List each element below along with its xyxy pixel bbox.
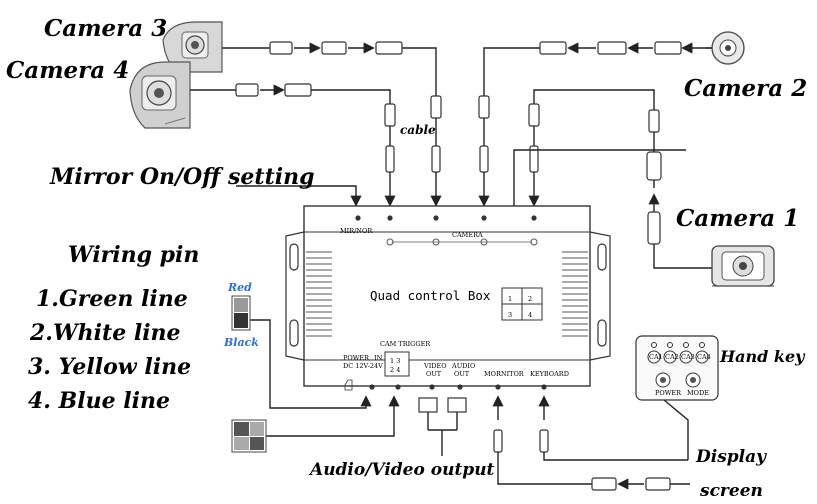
video-out-label-1: VIDEO: [423, 362, 447, 370]
camera-3-label: Camera 3: [44, 15, 167, 42]
grid-1: 1: [508, 295, 512, 303]
camera-1-label: Camera 1: [676, 205, 799, 232]
camera-port-4: [531, 215, 537, 221]
camera-port-3: [481, 215, 487, 221]
mirror-label: Mirror On/Off setting: [49, 164, 314, 190]
power-port: [369, 384, 375, 390]
video-out-port: [429, 384, 435, 390]
monitor-label: MORNITOR: [484, 370, 525, 378]
hk-power: POWER: [655, 389, 682, 397]
quad-control-box: [285, 205, 611, 391]
trigger-pins-top: 1 3: [390, 357, 400, 365]
cam-trigger-label: CAM TRIGGER: [380, 340, 431, 348]
quad-box-label: Quad control Box: [370, 288, 491, 303]
quad-grid-icon: [231, 419, 267, 453]
camera-4-label: Camera 4: [6, 57, 129, 84]
hand-key-label: Hand key: [719, 347, 806, 366]
grid-3: 3: [508, 311, 512, 319]
mir-nor-label: MIR/NOR: [340, 227, 373, 235]
hk-ca2: CA2: [665, 353, 679, 361]
power-label: POWER: [343, 354, 370, 362]
camera-3-cable: [222, 41, 442, 119]
camera-4-cable: [190, 83, 396, 127]
camera-2-icon: [706, 31, 745, 65]
mirror-port: [355, 215, 361, 221]
camera-2-cable: [478, 41, 706, 119]
audio-out-port: [457, 384, 463, 390]
mirror-wire: [236, 185, 362, 207]
trigger-pins-bottom: 2 4: [390, 366, 400, 374]
camera-port-2: [433, 215, 439, 221]
camera-1-icon: [711, 245, 775, 287]
pin-4-label: 4. Blue line: [28, 388, 170, 414]
hk-mode: MODE: [687, 389, 709, 397]
black-label: Black: [223, 336, 259, 349]
hk-ca3: CA3: [681, 353, 695, 361]
in-label: IN: [374, 354, 383, 362]
grid-2: 2: [528, 295, 532, 303]
display-label: Display: [695, 447, 767, 467]
hk-ca4: CA4: [697, 353, 711, 361]
hand-key-panel: [635, 335, 719, 401]
hk-ca1: CA1: [649, 353, 663, 361]
pin-2-label: 2.White line: [29, 320, 181, 346]
ca2-button: [663, 350, 677, 364]
dc-label: DC 12V-24V: [343, 362, 383, 370]
screen-label: screen: [699, 481, 763, 501]
ca4-button: [695, 350, 709, 364]
camera-label: CAMERA: [452, 231, 483, 239]
pin-3-label: 3. Yellow line: [28, 354, 191, 380]
keyboard-label: KEYBOARD: [530, 370, 569, 378]
audio-out-label-2: OUT: [454, 370, 470, 378]
grid-4: 4: [528, 311, 532, 319]
keyboard-port: [541, 384, 547, 390]
ca1-button: [647, 350, 661, 364]
red-black-connector: [231, 295, 251, 331]
trigger-port: [395, 384, 401, 390]
camera-3-icon: [162, 21, 223, 73]
av-output-label: Audio/Video output: [308, 460, 495, 480]
camera-4-icon: [129, 61, 191, 129]
camera-2-label: Camera 2: [684, 75, 807, 102]
audio-out-label-1: AUDIO: [451, 362, 475, 370]
camera-1-cable: [528, 89, 712, 269]
camera-port-1: [387, 215, 393, 221]
video-out-label-2: OUT: [426, 370, 442, 378]
bottom-wires: [250, 319, 690, 491]
red-label: Red: [227, 281, 252, 294]
cable-label: cable: [400, 123, 436, 137]
monitor-port: [495, 384, 501, 390]
pin-1-label: 1.Green line: [36, 286, 188, 312]
ca3-button: [679, 350, 693, 364]
wiring-pin-label: Wiring pin: [68, 242, 199, 268]
